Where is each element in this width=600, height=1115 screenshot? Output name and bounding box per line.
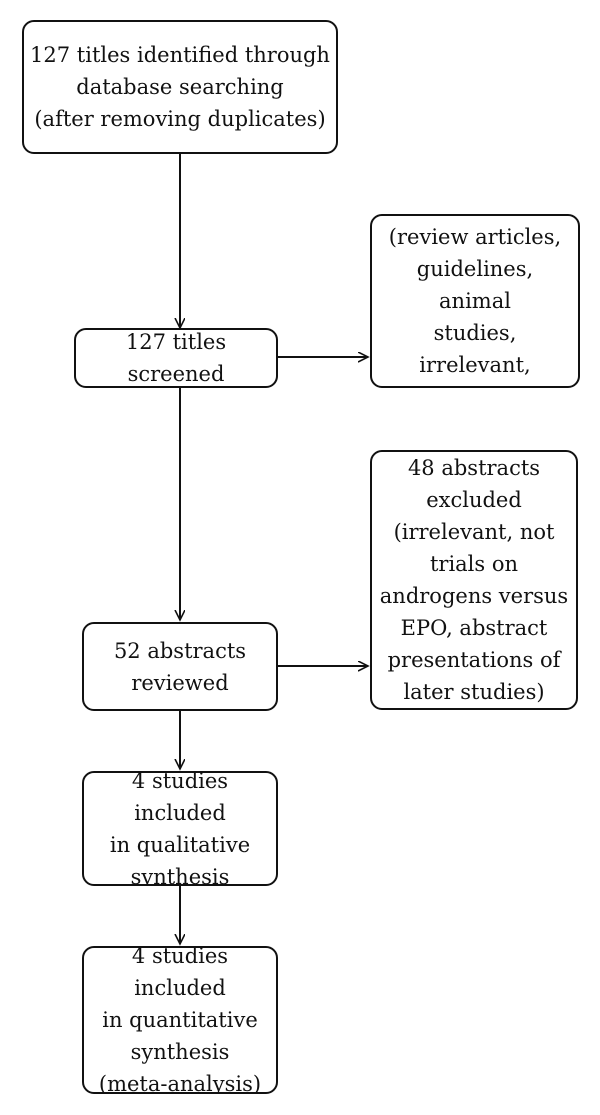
- titles-excluded-box: 75 titles excluded (review articles, gui…: [370, 214, 580, 388]
- abstracts-excluded-box: 48 abstracts excluded (irrelevant, not t…: [370, 450, 578, 710]
- identified-text: 127 titles identified through database s…: [30, 43, 330, 131]
- abstracts-excluded-text: 48 abstracts excluded (irrelevant, not t…: [379, 456, 569, 704]
- qualitative-box: 4 studies included in qualitative synthe…: [82, 771, 278, 886]
- screened-text: 127 titles screened: [125, 330, 227, 386]
- qualitative-text: 4 studies included in qualitative synthe…: [109, 771, 251, 886]
- quantitative-box: 4 studies included in quantitative synth…: [82, 946, 278, 1094]
- abstracts-reviewed-text: 52 abstracts reviewed: [113, 638, 247, 695]
- abstracts-reviewed-box: 52 abstracts reviewed: [82, 622, 278, 711]
- titles-excluded-text: 75 titles excluded (review articles, gui…: [380, 216, 569, 386]
- quantitative-text: 4 studies included in quantitative synth…: [98, 946, 262, 1094]
- identified-box: 127 titles identified through database s…: [22, 20, 338, 154]
- screened-box: 127 titles screened: [74, 328, 278, 388]
